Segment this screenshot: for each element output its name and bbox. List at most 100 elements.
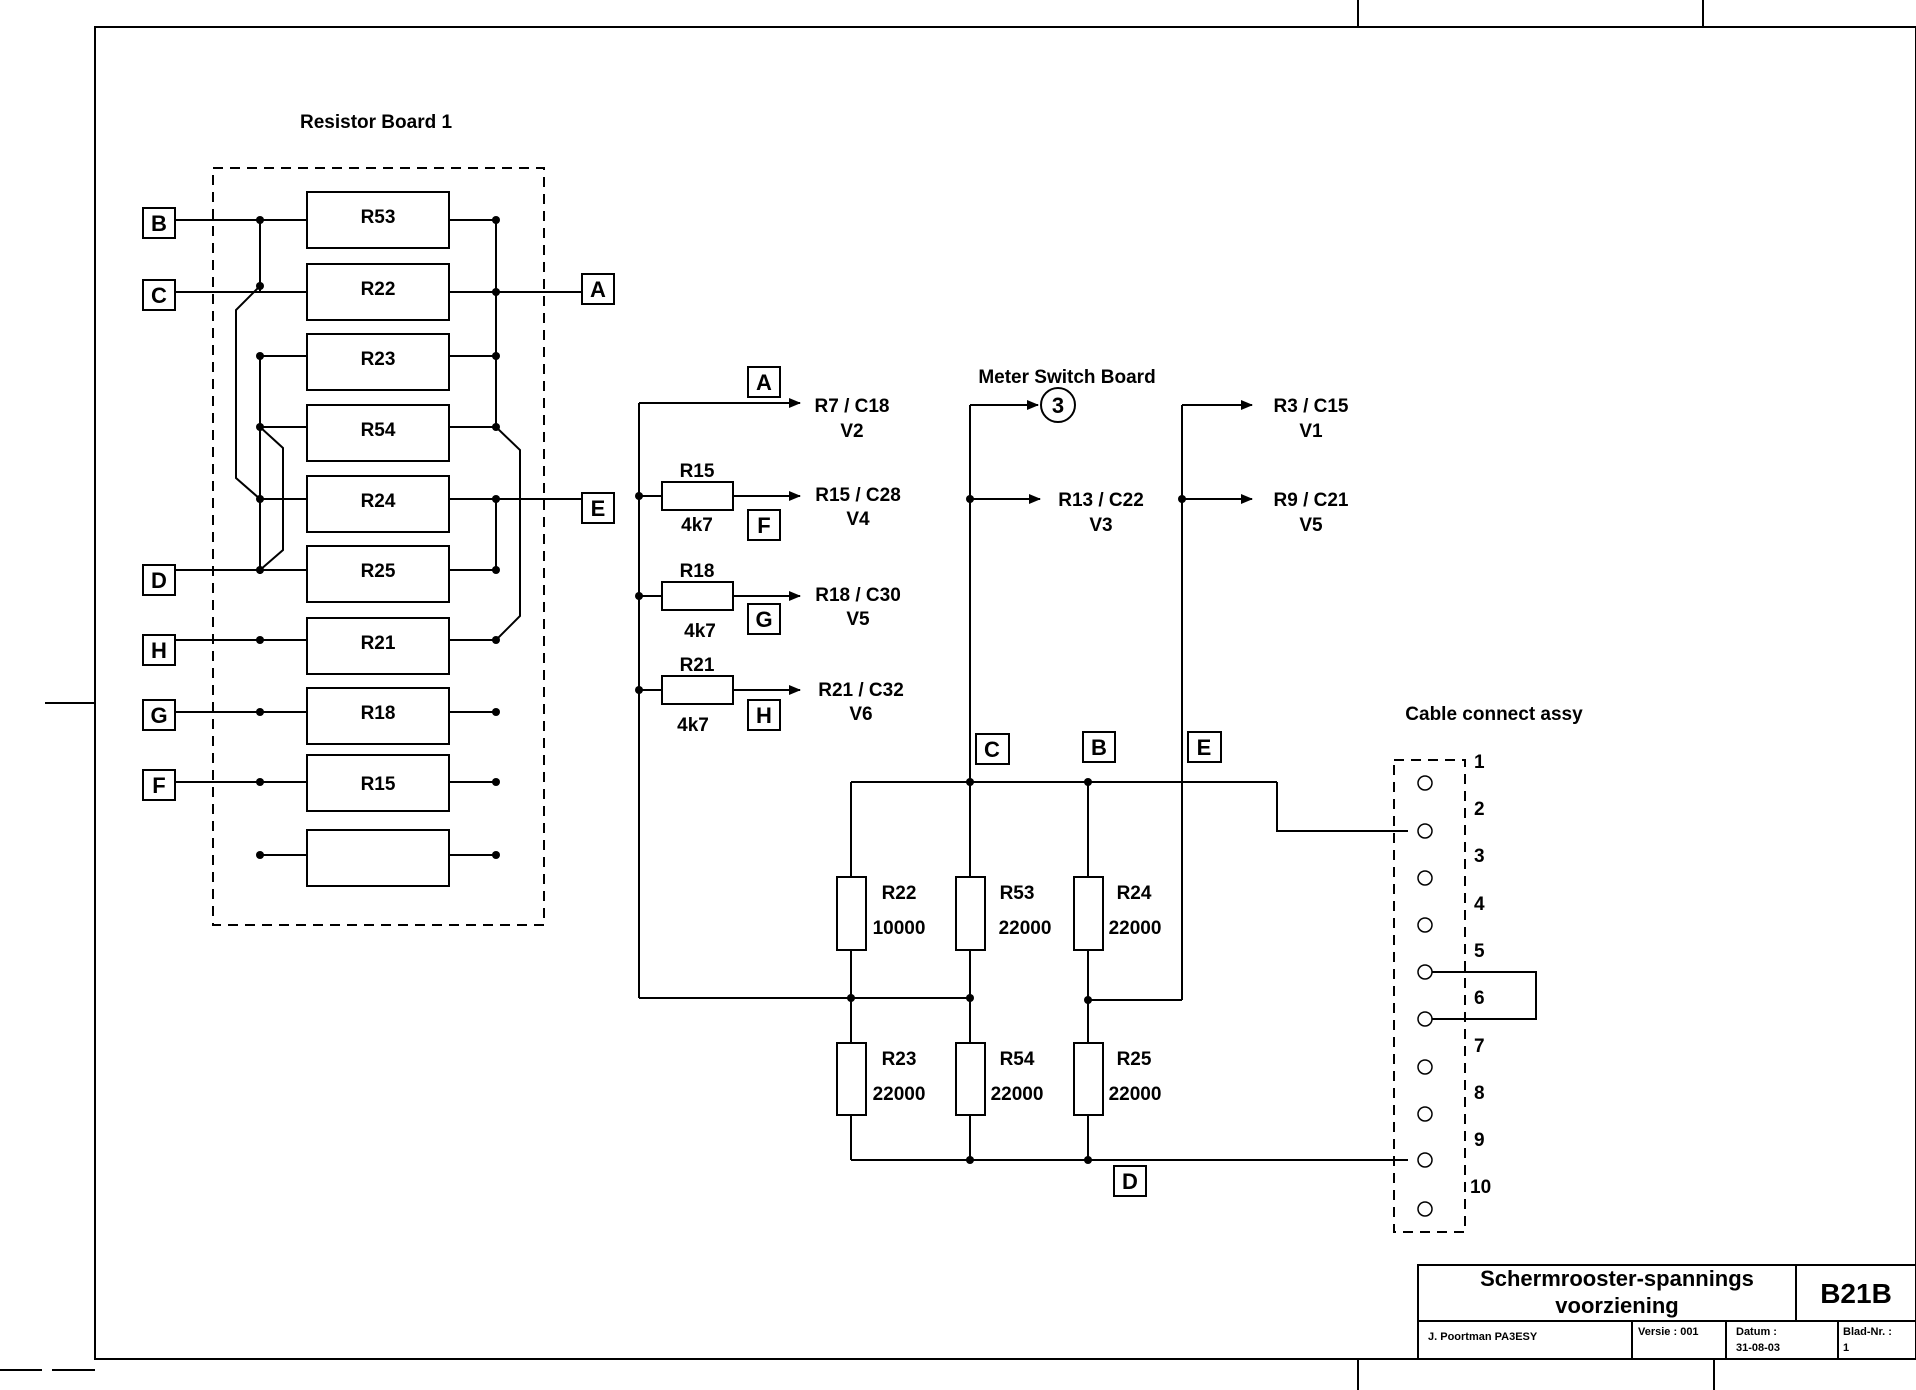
divider-network: R22 10000 R53 22000 R24 22000 R23 22000 … (639, 731, 1408, 1197)
svg-text:R25: R25 (1117, 1049, 1152, 1070)
svg-text:G: G (755, 607, 772, 632)
svg-text:V2: V2 (840, 421, 863, 442)
output-label: R3 / C15 V1 (1274, 396, 1349, 442)
svg-text:V3: V3 (1089, 515, 1112, 536)
svg-text:R21 / C32: R21 / C32 (818, 680, 904, 701)
svg-text:3: 3 (1474, 846, 1485, 867)
resistor-board: Resistor Board 1 R53 R2 (142, 112, 615, 926)
output-label: R13 / C22 V3 (1058, 490, 1144, 536)
svg-text:C: C (984, 737, 1000, 762)
board-resistor: R22 (306, 263, 450, 321)
svg-text:A: A (590, 277, 606, 302)
svg-text:R15 / C28: R15 / C28 (815, 485, 901, 506)
terminal-b-divider: B (1082, 731, 1116, 763)
svg-text:R54: R54 (361, 420, 396, 441)
svg-text:R9 / C21: R9 / C21 (1274, 490, 1349, 511)
svg-text:9: 9 (1474, 1130, 1485, 1151)
drawing-title: Schermrooster-spannings (1480, 1266, 1754, 1291)
svg-text:22000: 22000 (1109, 918, 1162, 939)
board-resistor: R15 (306, 754, 450, 812)
svg-text:R22: R22 (882, 883, 917, 904)
series-resistor: R18 4k7 (661, 561, 734, 642)
terminal-e-board: E (581, 492, 615, 524)
svg-text:R53: R53 (1000, 883, 1035, 904)
svg-text:R23: R23 (361, 349, 396, 370)
svg-text:R24: R24 (1117, 883, 1152, 904)
svg-text:A: A (756, 370, 772, 395)
svg-text:R15: R15 (680, 461, 715, 482)
svg-text:R3 / C15: R3 / C15 (1274, 396, 1349, 417)
svg-text:R53: R53 (361, 207, 396, 228)
svg-text:F: F (152, 773, 165, 798)
svg-text:R23: R23 (882, 1049, 917, 1070)
svg-text:8: 8 (1474, 1083, 1485, 1104)
terminal-d-left: D (142, 564, 176, 596)
svg-text:R18 / C30: R18 / C30 (815, 585, 901, 606)
series-resistor: R21 4k7 (661, 655, 734, 736)
board-resistor: R54 (306, 404, 450, 462)
meter-switch-connector: 3 (1040, 387, 1076, 423)
divider-resistor: R24 22000 (1073, 876, 1162, 951)
svg-text:R18: R18 (680, 561, 715, 582)
svg-text:V4: V4 (846, 509, 870, 530)
board-resistor: R21 (306, 617, 450, 675)
board-resistor: R25 (306, 545, 450, 603)
svg-text:R18: R18 (361, 703, 396, 724)
cable-connector-title: Cable connect assy (1405, 704, 1583, 725)
svg-text:R13 / C22: R13 / C22 (1058, 490, 1144, 511)
board-resistor: R23 (306, 333, 450, 391)
svg-text:6: 6 (1474, 988, 1485, 1009)
date-label: Datum : (1736, 1326, 1777, 1338)
svg-text:22000: 22000 (999, 918, 1052, 939)
svg-text:4k7: 4k7 (681, 515, 713, 536)
terminal-d-divider: D (1113, 1165, 1147, 1197)
output-label: R18 / C30 V5 (815, 585, 901, 630)
svg-text:D: D (1122, 1169, 1138, 1194)
title-block: Schermrooster-spannings voorziening B21B… (1417, 1264, 1916, 1360)
output-label: R21 / C32 V6 (818, 680, 904, 725)
svg-text:V1: V1 (1299, 421, 1323, 442)
terminal-a-mid: A (747, 366, 781, 398)
drawing-title-2: voorziening (1555, 1293, 1678, 1318)
svg-text:4k7: 4k7 (684, 621, 716, 642)
svg-text:V5: V5 (1299, 515, 1323, 536)
svg-text:R25: R25 (361, 561, 396, 582)
svg-text:V5: V5 (846, 609, 870, 630)
divider-resistor: R22 10000 (836, 876, 926, 951)
version: Versie : 001 (1638, 1326, 1699, 1338)
terminal-h-mid: H (747, 699, 781, 731)
board-resistor: R53 (306, 191, 450, 249)
svg-text:2: 2 (1474, 799, 1485, 820)
svg-text:5: 5 (1474, 941, 1485, 962)
divider-resistor: R53 22000 (955, 876, 1052, 951)
svg-text:D: D (151, 568, 167, 593)
divider-resistor: R23 22000 (836, 1042, 925, 1116)
drawing-code: B21B (1820, 1278, 1892, 1309)
svg-text:R54: R54 (1000, 1049, 1035, 1070)
svg-text:R15: R15 (361, 774, 396, 795)
svg-text:F: F (757, 513, 770, 538)
svg-text:R24: R24 (361, 491, 396, 512)
divider-resistor: R25 22000 (1073, 1042, 1162, 1116)
cable-connector: Cable connect assy 1 2 3 4 5 6 7 8 9 10 (1393, 704, 1583, 1233)
distribution-network: A R15 4k7 R18 4k7 R21 4k7 F G H R7 / C18… (635, 366, 904, 998)
terminal-c-divider: C (975, 733, 1010, 765)
terminal-g-mid: G (747, 603, 781, 635)
svg-text:22000: 22000 (1109, 1084, 1162, 1105)
terminal-e-divider: E (1187, 731, 1222, 763)
svg-text:E: E (591, 496, 606, 521)
output-label: R7 / C18 V2 (815, 396, 890, 442)
svg-text:E: E (1197, 735, 1212, 760)
meter-switch-title: Meter Switch Board (978, 367, 1155, 388)
output-label: R9 / C21 V5 (1274, 490, 1349, 536)
svg-text:10000: 10000 (873, 918, 926, 939)
author: J. Poortman PA3ESY (1428, 1331, 1538, 1343)
date-value: 31-08-03 (1736, 1342, 1780, 1354)
series-resistor: R15 4k7 (661, 461, 734, 536)
svg-text:B: B (1091, 735, 1107, 760)
svg-text:H: H (756, 703, 772, 728)
output-label: R15 / C28 V4 (815, 485, 901, 530)
terminal-h-left: H (142, 634, 176, 666)
